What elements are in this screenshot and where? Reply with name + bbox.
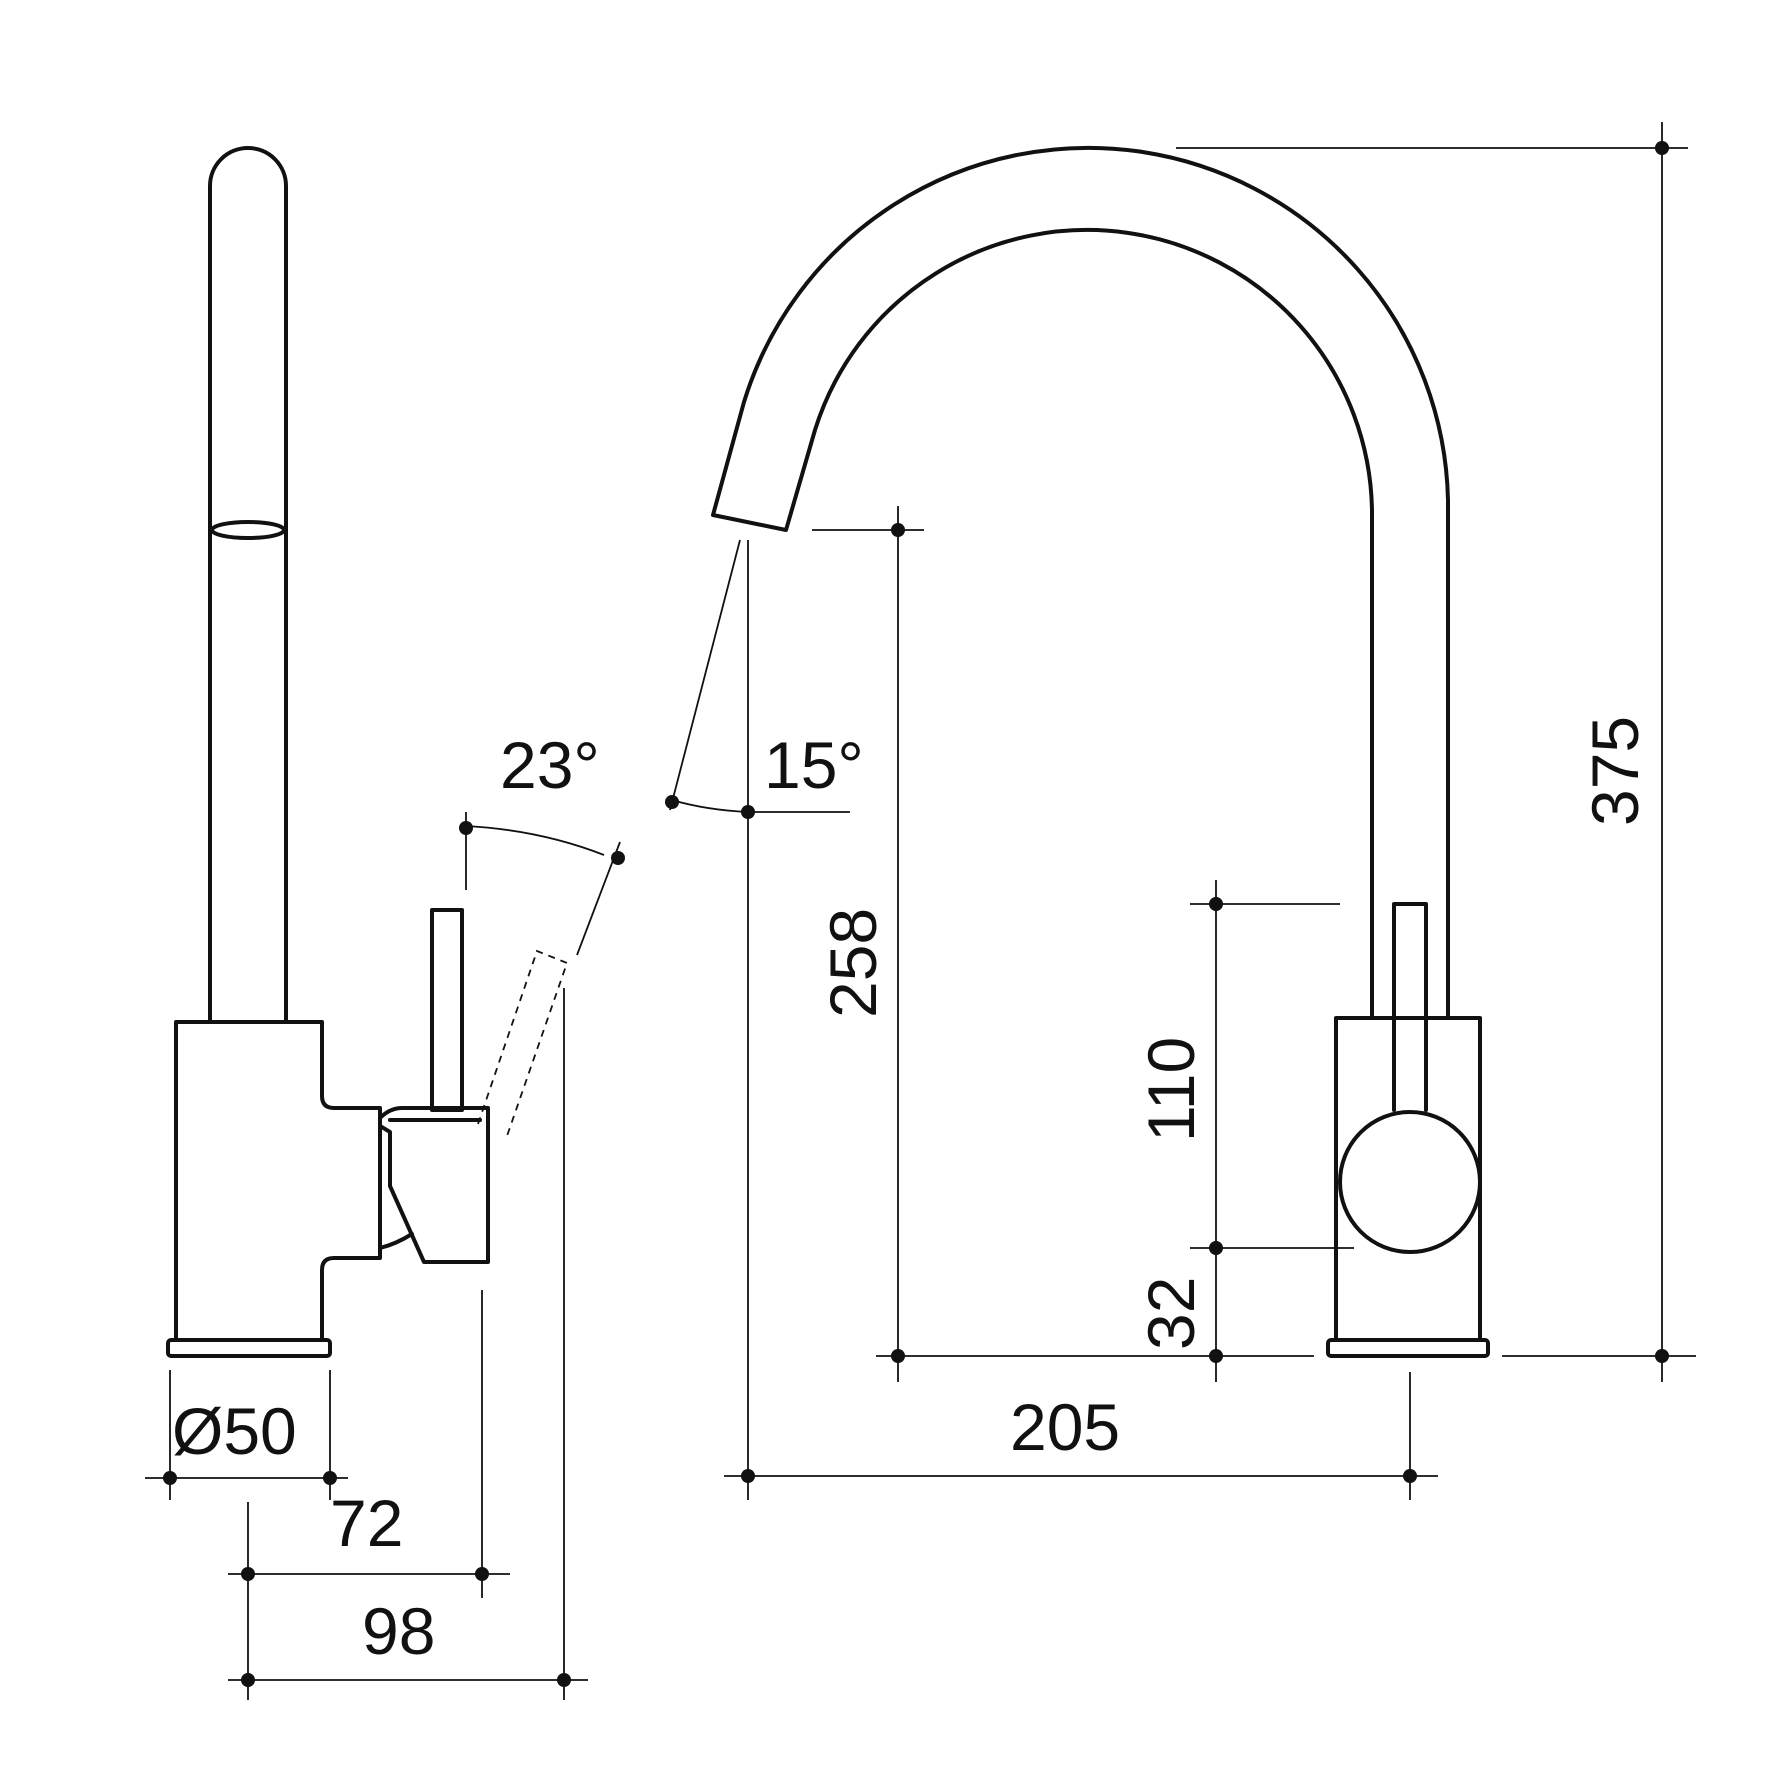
spout-angle-arc (671, 799, 749, 813)
overall-height-label: 375 (1578, 716, 1652, 826)
dim-72-dot-right (475, 1567, 489, 1581)
dim-98-dot-right (557, 1673, 571, 1687)
side-body (174, 1020, 382, 1342)
side-lever (430, 908, 464, 1112)
side-angle-arc (465, 825, 605, 856)
spout-angle-dot-left (665, 795, 679, 809)
front-body (1334, 1016, 1482, 1342)
handle-centre-height-label: 32 (1134, 1277, 1208, 1350)
side-angle-dot-left (459, 821, 473, 835)
dim-98-dot-left (241, 1673, 255, 1687)
lever-height-label: 110 (1134, 1037, 1208, 1142)
dim-32-dot-bottom (1209, 1349, 1223, 1363)
dim-205-dot-left (741, 1469, 755, 1483)
side-view: 23° Ø50 72 98 (145, 146, 625, 1700)
dim-258-dot-bottom (891, 1349, 905, 1363)
depth-to-handle-label: 72 (330, 1486, 403, 1560)
side-base-plate (166, 1338, 332, 1358)
dim-32-dot-top (1209, 1241, 1223, 1255)
side-handle-cartridge (378, 1106, 490, 1264)
side-angle-dot-right (611, 851, 625, 865)
side-lever-angle-label: 23° (500, 728, 600, 802)
spout-angle-ref-tilted (669, 539, 741, 811)
spout-reach-label: 205 (1010, 1390, 1120, 1464)
dim-258-dot-top (891, 523, 905, 537)
dim-72-dot-left (241, 1567, 255, 1581)
side-handle-curve (378, 1232, 414, 1250)
dim-205-dot-right (1403, 1469, 1417, 1483)
dim-375-dot-bottom (1655, 1349, 1669, 1363)
side-lever-tilted (477, 949, 569, 1137)
front-spout (711, 145, 1450, 1020)
depth-overall-label: 98 (362, 1594, 435, 1668)
side-aerator-ring (210, 520, 286, 540)
front-handle-knob (1338, 1110, 1482, 1254)
front-base-plate (1326, 1338, 1490, 1358)
dim-110-dot-top (1209, 897, 1223, 911)
side-spout-column (208, 146, 288, 1022)
dim-base-diameter-dot-right (323, 1471, 337, 1485)
base-diameter-label: Ø50 (172, 1394, 297, 1468)
dim-375-dot-top (1655, 141, 1669, 155)
spout-angle-label: 15° (764, 728, 864, 802)
spout-outlet-height-label: 258 (816, 908, 890, 1018)
front-view: 15° 258 375 110 32 205 (665, 122, 1696, 1500)
dim-base-diameter-dot-left (163, 1471, 177, 1485)
front-lever (1392, 902, 1428, 1112)
